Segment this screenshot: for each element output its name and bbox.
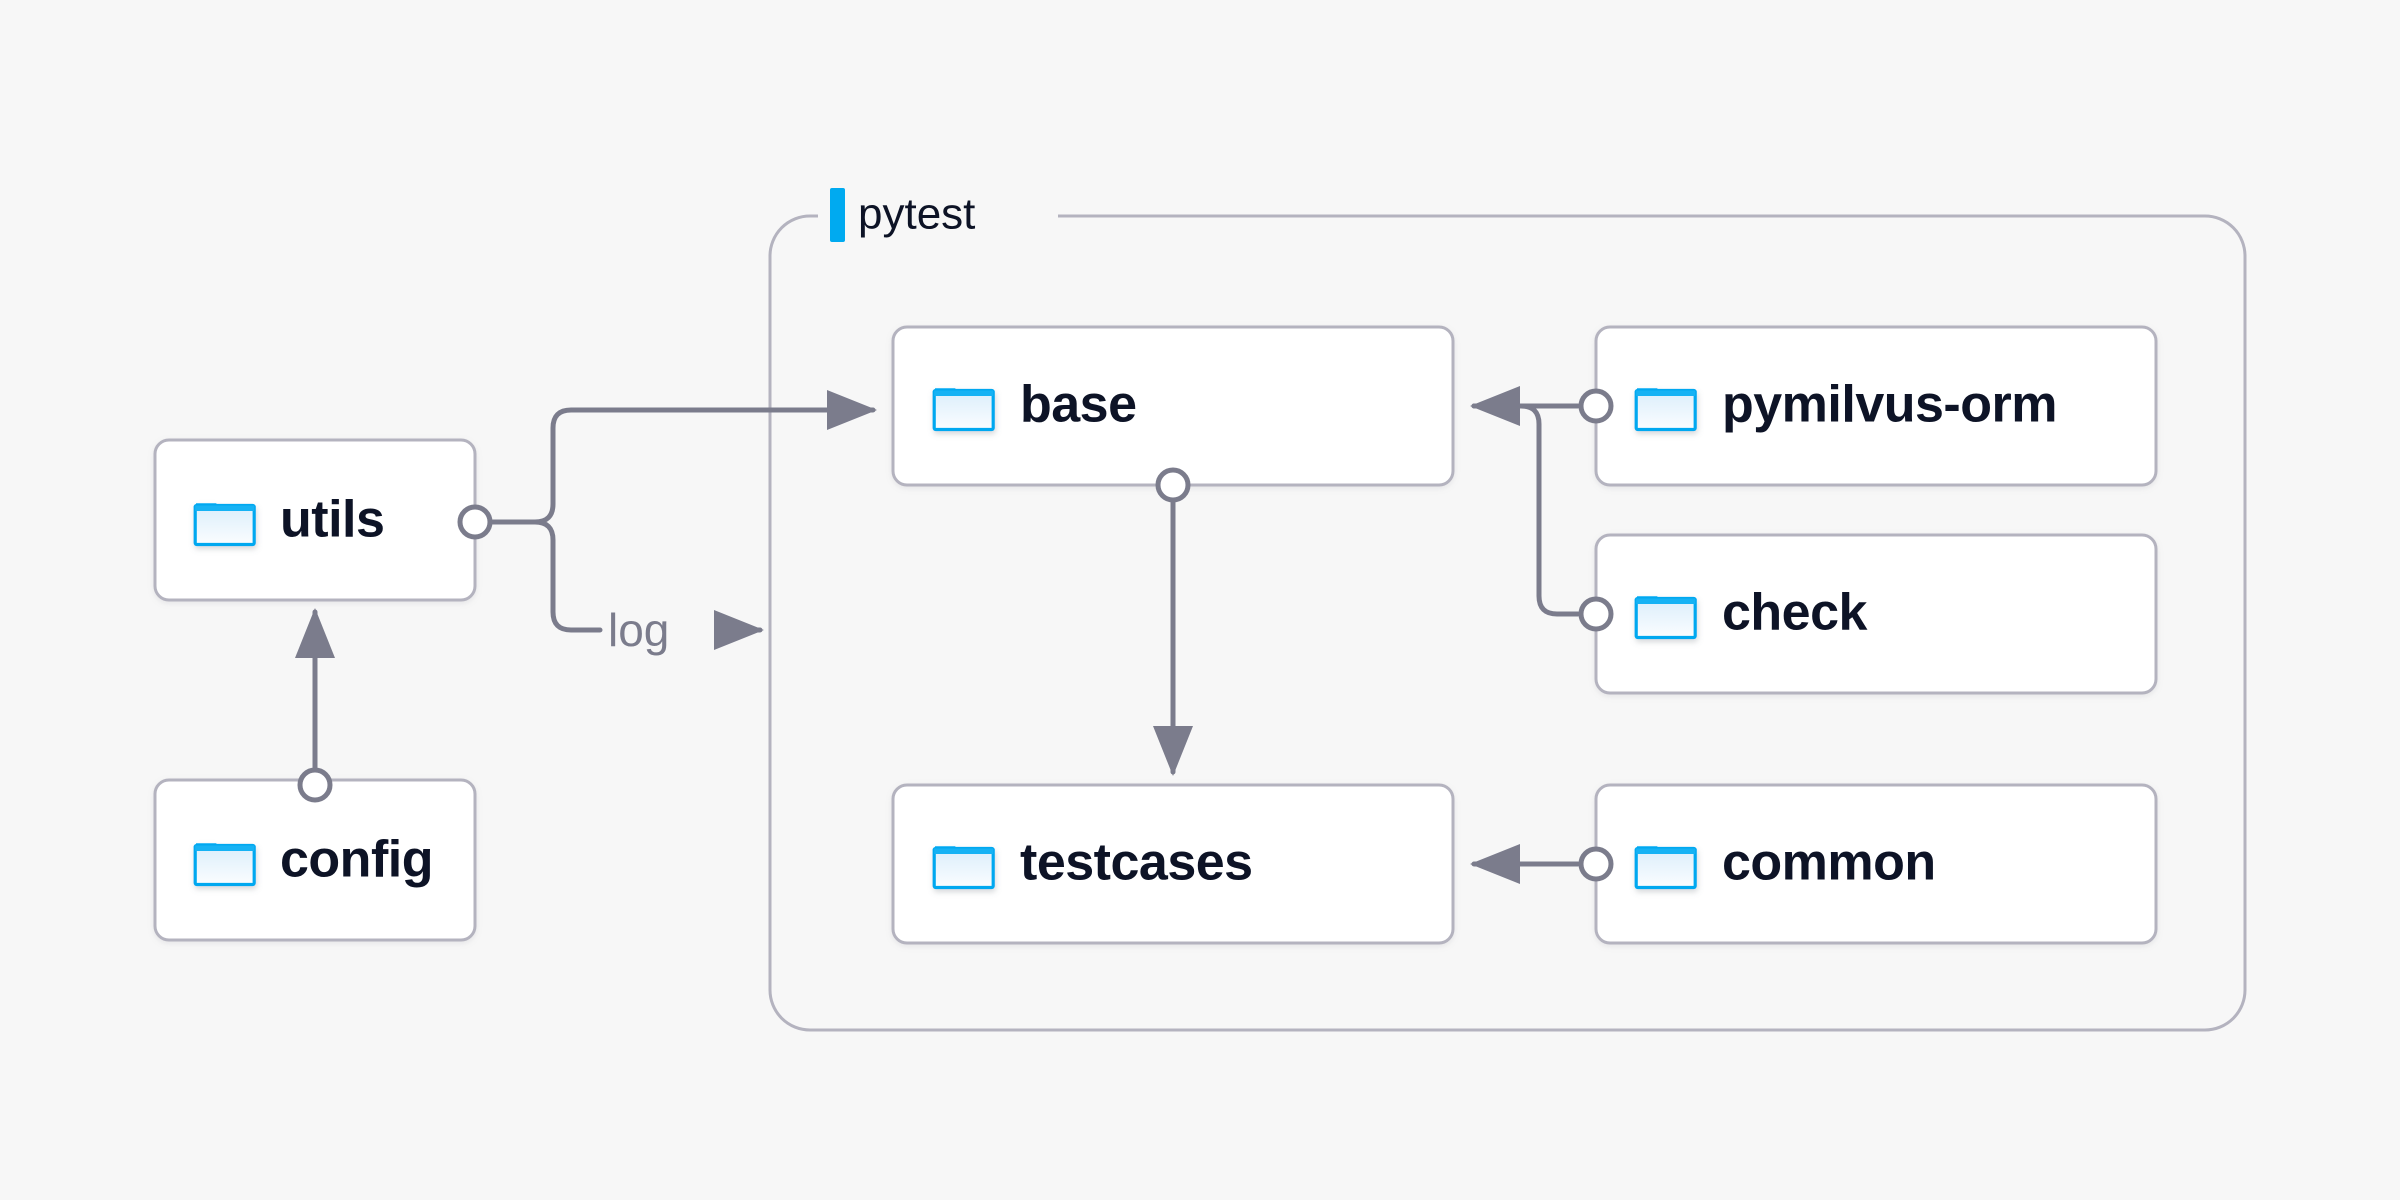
node-utils[interactable]: utils [153,438,477,602]
node-testcases-label: testcases [1020,834,1253,892]
port-config-top[interactable] [297,767,333,803]
folder-icon [193,501,256,547]
node-testcases[interactable]: testcases [891,783,1455,945]
node-testcases-box[interactable] [891,783,1455,945]
group-label: pytest [858,190,975,239]
node-pymilvus-orm[interactable]: pymilvus-orm [1594,325,2158,487]
node-common[interactable]: common [1594,783,2158,945]
node-pymilvus-orm-label: pymilvus-orm [1722,376,2057,434]
edge-utils-to-log [532,519,603,633]
port-layer [297,388,1614,882]
edge-utils-to-base [532,390,878,525]
node-check[interactable]: check [1594,533,2158,695]
edge-label-log: log [608,604,669,656]
edge-check-to-base [1471,403,1581,617]
port-pymilvus-orm-left[interactable] [1578,388,1614,424]
port-common-left[interactable] [1578,846,1614,882]
port-base-bottom[interactable] [1155,467,1191,503]
node-common-label: common [1722,834,1936,892]
folder-icon [1634,594,1697,640]
node-base-label: base [1020,376,1137,434]
port-check-left[interactable] [1578,596,1614,632]
node-config[interactable]: config [153,778,477,942]
node-config-label: config [280,831,433,889]
port-utils-right[interactable] [457,504,493,540]
folder-icon [932,386,995,432]
folder-icon [193,841,256,887]
edge-layer [295,386,1581,884]
node-utils-label: utils [280,491,384,549]
folder-icon [1634,386,1697,432]
folder-icon [1634,844,1697,890]
group-label-gap [818,206,1058,228]
folder-icon [932,844,995,890]
node-base[interactable]: base [891,325,1455,487]
group-accent-bar [830,188,845,242]
node-check-label: check [1722,584,1868,642]
